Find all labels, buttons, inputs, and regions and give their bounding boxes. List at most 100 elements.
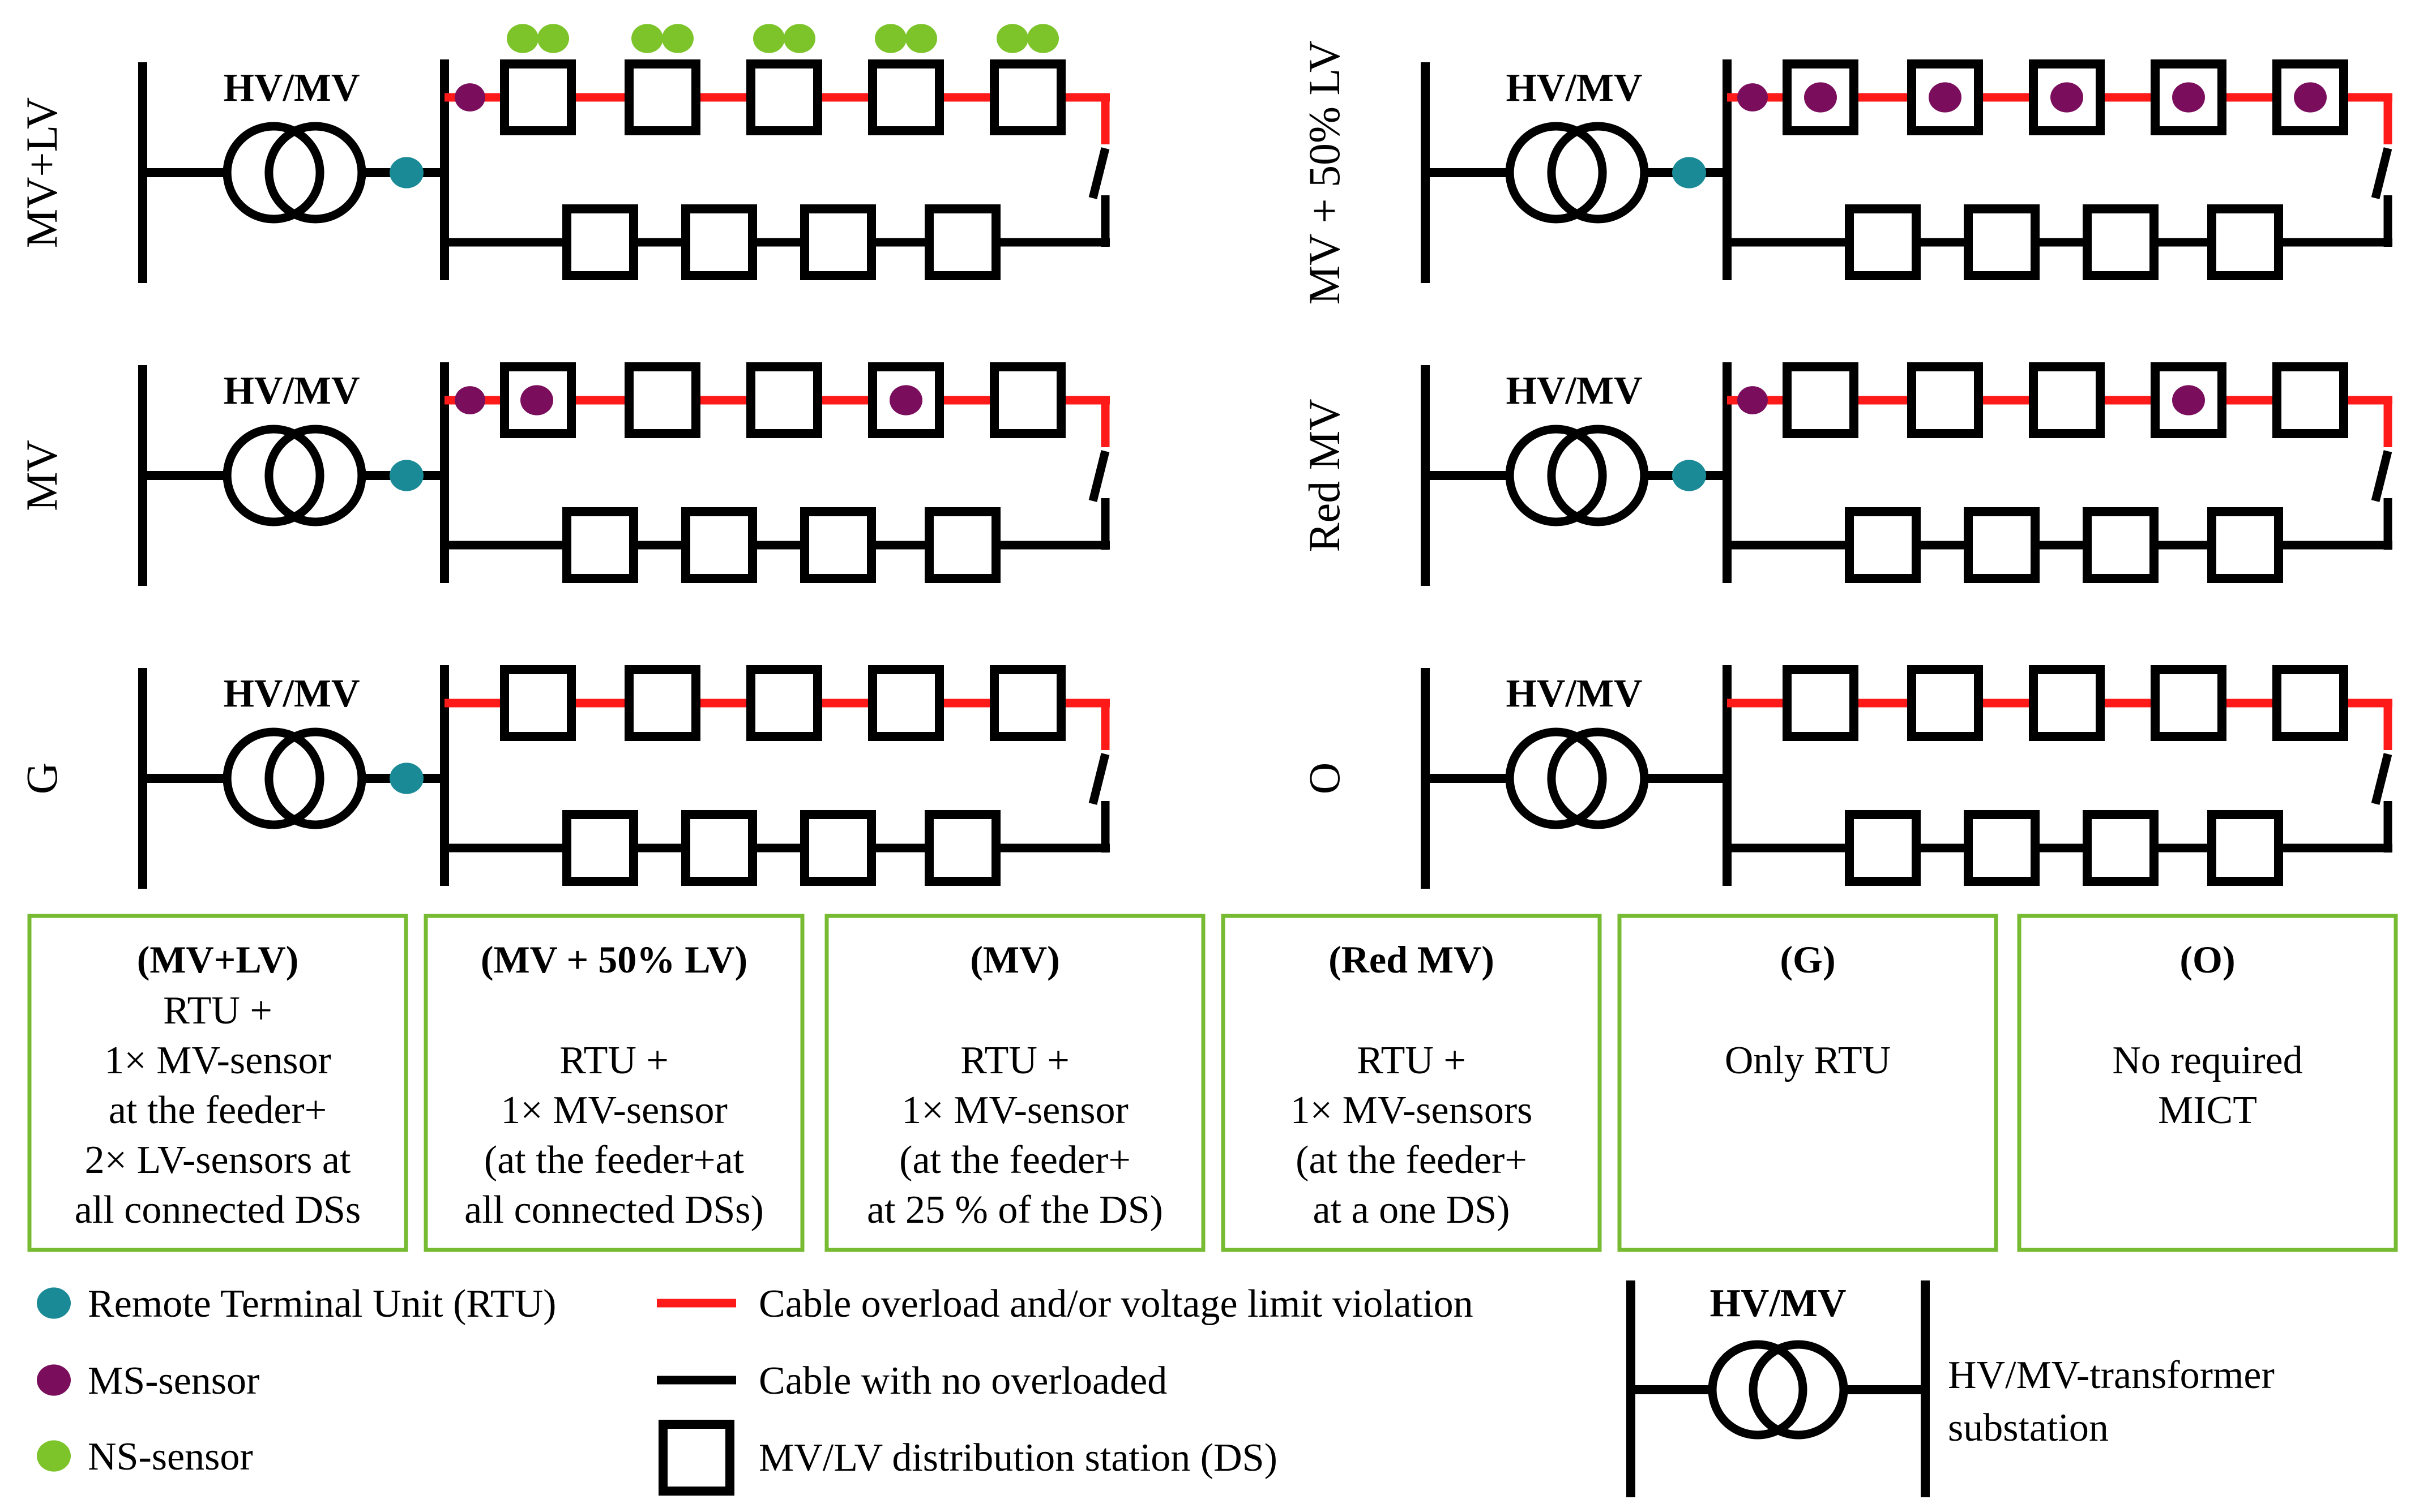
distribution-station [1845, 507, 1921, 583]
ds-ms-sensor [1804, 82, 1837, 113]
distribution-station [2029, 665, 2105, 741]
distribution-station [562, 810, 638, 886]
scenario-box-line: (at the feeder+ [1296, 1138, 1527, 1182]
distribution-station [1964, 507, 2040, 583]
ds-ms-sensor [2172, 385, 2205, 416]
distribution-station [2083, 810, 2159, 886]
distribution-station [1964, 810, 2040, 886]
legend-overload-label: Cable overload and/or voltage limit viol… [759, 1282, 1473, 1326]
substation-label: HV/MV [1506, 66, 1642, 110]
substation-label: HV/MV [1506, 672, 1642, 716]
transformer-winding-right [1547, 425, 1649, 526]
panel-o: OHV/MV [1300, 665, 2392, 889]
distribution-station [500, 665, 576, 741]
transformer-symbol [223, 727, 366, 829]
scenario-box-line: RTU + [1357, 1039, 1466, 1082]
scenario-box-title: (MV+LV) [137, 938, 299, 981]
distribution-station [800, 507, 876, 583]
rtu-marker [1672, 157, 1706, 189]
distribution-station [800, 204, 876, 280]
panel-side-label: MV + 50% LV [1300, 41, 1349, 305]
scenario-box-line: RTU + [559, 1039, 669, 1082]
distribution-station [562, 507, 638, 583]
scenario-box-title: (MV + 50% LV) [481, 938, 747, 981]
distribution-station [2029, 362, 2105, 438]
scenario-box-title: (G) [1780, 938, 1835, 981]
open-switch [1088, 450, 1110, 502]
transformer-winding-left [1505, 425, 1607, 526]
scenario-box-line: 1× MV-sensors [1290, 1089, 1533, 1132]
distribution-station [1783, 665, 1858, 741]
transformer-winding-left [1505, 727, 1607, 829]
distribution-station [2272, 362, 2348, 438]
transformer-winding-left [1505, 122, 1607, 224]
legend-transformer-symbol [1708, 1340, 1848, 1440]
distribution-station [1907, 665, 1983, 741]
feeder-ms-sensor [455, 386, 485, 414]
distribution-station [925, 204, 1001, 280]
legend-ds-box [659, 1420, 734, 1496]
distribution-station [681, 507, 757, 583]
substation-label: HV/MV [223, 369, 360, 413]
distribution-station [2207, 204, 2283, 280]
open-switch [2371, 147, 2392, 199]
distribution-station [990, 59, 1066, 135]
open-switch [1088, 147, 1110, 199]
distribution-station [2151, 665, 2226, 741]
transformer-symbol [1505, 425, 1649, 526]
distribution-station [868, 665, 944, 741]
distribution-station [625, 362, 700, 438]
transformer-winding-right [264, 727, 366, 829]
scenario-box-line: RTU + [960, 1039, 1070, 1082]
ns-sensor [1027, 24, 1059, 53]
transformer-winding-left [1708, 1340, 1807, 1440]
ds-ms-sensor [890, 385, 922, 416]
scenario-box-line: (at the feeder+ [899, 1138, 1131, 1182]
scenario-box-4: (G) Only RTU [1617, 914, 1998, 1252]
ds-ms-sensor [2050, 82, 2083, 113]
distribution-station [925, 507, 1001, 583]
transformer-winding-left [223, 727, 324, 829]
legend-substation-desc-2: substation [1948, 1406, 2109, 1450]
transformer-winding-right [1749, 1340, 1848, 1440]
ns-sensor [753, 24, 785, 53]
scenario-box-frame [1617, 914, 1998, 1252]
scenario-box-line: at 25 % of the DS) [867, 1188, 1163, 1232]
scenario-box-line: at a one DS) [1313, 1188, 1510, 1232]
legend-ns-sensor-marker [37, 1440, 71, 1472]
transformer-symbol [223, 122, 366, 224]
distribution-station [562, 204, 638, 280]
scenario-box-frame [2017, 914, 2398, 1252]
scenario-box-line: 1× MV-sensor [901, 1089, 1129, 1132]
ns-sensor [507, 24, 538, 53]
panel-side-label: MV [17, 440, 66, 511]
distribution-station [2207, 810, 2283, 886]
scenario-box-line: Only RTU [1725, 1039, 1891, 1082]
transformer-symbol [1505, 122, 1649, 224]
scenario-box-line: RTU + [163, 989, 272, 1033]
distribution-station [500, 59, 576, 135]
legend-ms-sensor-marker [37, 1364, 71, 1396]
scenario-box-line: 2× LV-sensors at [85, 1138, 351, 1182]
panel-mv-50lv: MV + 50% LV HV/MV [1300, 41, 2392, 305]
distribution-station [746, 362, 822, 438]
rtu-marker [390, 157, 424, 189]
distribution-station [868, 59, 944, 135]
scenario-box-line: all connected DSs [75, 1188, 361, 1232]
distribution-station [1845, 810, 1921, 886]
ns-sensor [997, 24, 1028, 53]
legend-substation-desc-1: HV/MV-transformer [1948, 1353, 2275, 1397]
legend-no-overload-label: Cable with no overloaded [759, 1359, 1167, 1403]
distribution-station [800, 810, 876, 886]
ds-ms-sensor [520, 385, 553, 416]
legend-substation-title: HV/MV [1709, 1282, 1846, 1325]
scenario-box-frame [424, 914, 805, 1252]
legend-ds-label: MV/LV distribution station (DS) [759, 1436, 1277, 1480]
distribution-station [1964, 204, 2040, 280]
scenario-box-line: all connected DSs) [464, 1188, 764, 1232]
ns-sensor [875, 24, 907, 53]
panel-g: GHV/MV [17, 665, 1110, 889]
ns-sensor [662, 24, 694, 53]
